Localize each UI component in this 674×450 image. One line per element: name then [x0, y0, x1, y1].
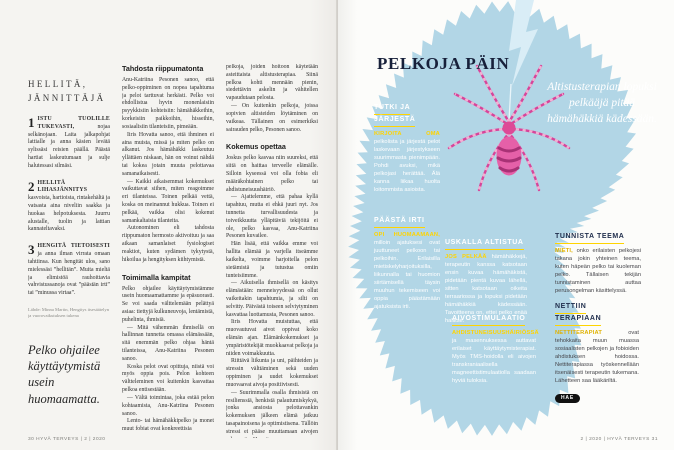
paragraph: — Kaikki aikaisemmat kokemukset vaikutta… — [122, 178, 214, 224]
circle-quote: Altistusterapian lopuksi pelkääjä pitää … — [547, 81, 657, 125]
paragraph: Iiris Hovatta muistuttaa, että muovautuv… — [226, 319, 318, 357]
burst-illustration — [348, 0, 636, 436]
paragraph: Hän lisää, että vaikka emme voi hallita … — [226, 241, 318, 279]
heading-line: JÄRJESTÄ — [374, 115, 416, 128]
section-lead: JOS PELKÄÄ — [445, 254, 487, 261]
section-text: onko erilaisten pelkojesi takana jokin y… — [555, 248, 641, 295]
section-body: MIETI, onko erilaisten pelkojesi takana … — [555, 248, 641, 296]
section-body: NETTITERAPIAT ovat tehokkaita muun muass… — [555, 330, 639, 386]
tip-text: kasvoista, hartioista, rintakehältä ja v… — [28, 195, 110, 233]
tip-lead: HELLITÄ LIHASJÄNNITYS — [37, 179, 88, 194]
spiky-burst-shape — [348, 1, 636, 436]
tip-text: nojaa selkänojaan. Laita jalkapohjat lat… — [28, 123, 110, 169]
section-tunnista-teema: TUNNISTA TEEMA MIETI, onko erilaisten pe… — [555, 232, 641, 296]
section-heading: AIVOSTIMULAATIO — [452, 314, 536, 327]
heading-line: TUNNISTA TEEMA — [555, 232, 625, 245]
section-lead: OPI HUOMAAMAAN, — [374, 232, 440, 239]
section-body: KIRJOITA OMA pelkolista ja järjestä pelo… — [374, 131, 440, 195]
hae-badge: HAE — [555, 393, 580, 403]
heading-line: TUTKI JA — [374, 103, 411, 116]
paragraph: Joskus pelko kasvaa niin suureksi, että … — [226, 155, 318, 193]
paragraph: Anu-Katriina Pesonen sanoo, että pelko-o… — [122, 77, 214, 130]
paragraph: — Suurimmalla osalla ihmisistä on resili… — [226, 389, 318, 438]
paragraph: Koska pelot ovat opittuja, niistä voi my… — [122, 363, 214, 394]
article-heading: Tahdosta riippumatonta — [122, 64, 204, 73]
article-heading: Kokemus opettaa — [226, 142, 286, 152]
section-text: pelkolista ja järjestä pelot laskevaan j… — [374, 139, 440, 194]
paragraph: — Aikuisella ihmisellä on käsitys elämäs… — [226, 280, 318, 318]
section-body: JOS PELKÄÄ hämähäkkejä, terapeutin kanss… — [445, 254, 527, 326]
tips-title-line2: JÄNNITTÄJÄ — [28, 92, 106, 103]
section-text: ovat tehokkaita muun muassa sosiaalisten… — [555, 330, 639, 385]
paragraph: Riittävä liikunta ja uni, päihteiden ja … — [226, 358, 318, 388]
right-page: PELKOJA PÄIN Altistusterapian lopuksi pe… — [337, 0, 674, 450]
section-lead: KIRJOITA OMA — [374, 131, 440, 138]
spider-abdomen — [496, 136, 522, 176]
paragraph: — On kuitenkin pelkoja, joissa sopivien … — [226, 103, 318, 133]
spider-stripe — [498, 166, 520, 173]
section-lead: MIETI, — [555, 248, 573, 255]
paragraph: — Ajattelemme, että pahaa kyllä tapahtuu… — [226, 194, 318, 240]
tip-number: 1 — [28, 114, 35, 130]
tips-title: HELLITÄ, JÄNNITTÄJÄ — [28, 78, 110, 106]
paragraph: Autonominen eli tahdosta riippumaton her… — [122, 225, 214, 263]
heading-line: PÄÄSTÄ IRTI — [374, 216, 425, 229]
article-column-right: pelkoja, joiden hoitoon käytetään asteit… — [226, 64, 318, 438]
section-text: milloin ajatuksesi ovat juuttuneet pelko… — [374, 240, 440, 310]
section-aivostimulaatio: AIVOSTIMULAATIO AHDISTUNEISUUSHÄIRIÖSSÄ … — [452, 314, 539, 386]
tip-lead: ISTU TUOLILLE TUKEVASTI, — [37, 115, 110, 130]
spider-thread — [508, 83, 512, 122]
page-number-left: 30 HYVÄ TERVEYS | 2 | 2020 — [28, 437, 106, 442]
tips-title-line1: HELLITÄ, — [28, 79, 88, 89]
section-text: hämähäkkejä, terapeutin kanssa katsotaan… — [445, 254, 527, 325]
article-heading: Toimimalla kampitat — [122, 272, 191, 282]
section-lead: AHDISTUNEISUUSHÄIRIÖSSÄ — [452, 330, 539, 337]
article-column-middle: Tahdosta riippumatonta Anu-Katriina Peso… — [122, 64, 214, 436]
tip-number: 2 — [28, 178, 35, 194]
page-gutter — [336, 0, 338, 450]
section-heading: PÄÄSTÄ IRTI — [374, 216, 440, 229]
heading-line: USKALLA ALTISTUA — [445, 238, 524, 251]
paragraph: pelkoja, joiden hoitoon käytetään asteit… — [226, 64, 318, 102]
section-lead: NETTITERAPIAT — [555, 330, 603, 337]
pull-quote: Pelko ohjailee käyttäytymistä usein huom… — [28, 342, 101, 406]
paragraph: Pelko ohjailee käyttäytymistämme usein h… — [122, 285, 214, 323]
feature-title: PELKOJA PÄIN — [377, 54, 510, 73]
paragraph: — Mitä vähemmän ihmisellä on hallinnan t… — [122, 324, 214, 362]
section-body: OPI HUOMAAMAAN, milloin ajatuksesi ovat … — [374, 232, 440, 312]
paragraph: — Vältä toimintaa, joka estää pelon koht… — [122, 394, 214, 417]
heading-line: AIVOSTIMULAATIO — [452, 314, 526, 327]
tip-text: ja anna ilman virrata omaan tahtiinsa. K… — [28, 251, 110, 297]
paragraph: Lento- tai hämähäkkipelko ja monet muut … — [122, 418, 214, 433]
section-heading: TUNNISTA TEEMA — [555, 232, 641, 245]
section-heading: USKALLA ALTISTUA — [445, 238, 527, 251]
section-paasta-irti: PÄÄSTÄ IRTI OPI HUOMAAMAAN, milloin ajat… — [374, 216, 440, 312]
paragraph: Iiris Hovatta sanoo, että ihminen ei ain… — [122, 131, 214, 177]
spider-head — [502, 121, 516, 135]
heading-line: NETTIIN — [555, 302, 587, 315]
tip-lead: HENGITÄ TIETOISESTI — [37, 243, 110, 250]
tip-number: 3 — [28, 242, 35, 258]
source-note: Lähde: Minna Martin, Hengitys itsesäätel… — [28, 306, 110, 319]
page-number-right: 2 | 2020 | HYVÄ TERVEYS 31 — [580, 437, 658, 442]
spider-illustration — [447, 64, 571, 192]
section-uskalla-altistua: USKALLA ALTISTUA JOS PELKÄÄ hämähäkkejä,… — [445, 238, 527, 326]
spider-stripe — [496, 156, 522, 163]
heading-line: TERAPIAAN — [555, 314, 602, 327]
spider-stripe — [497, 146, 521, 153]
lightning-icon — [509, 0, 538, 86]
section-body: AHDISTUNEISUUSHÄIRIÖSSÄ ja masennuksessa… — [452, 330, 539, 386]
section-text: ja masennuksessa auttavat erilaiset käyt… — [452, 338, 536, 385]
